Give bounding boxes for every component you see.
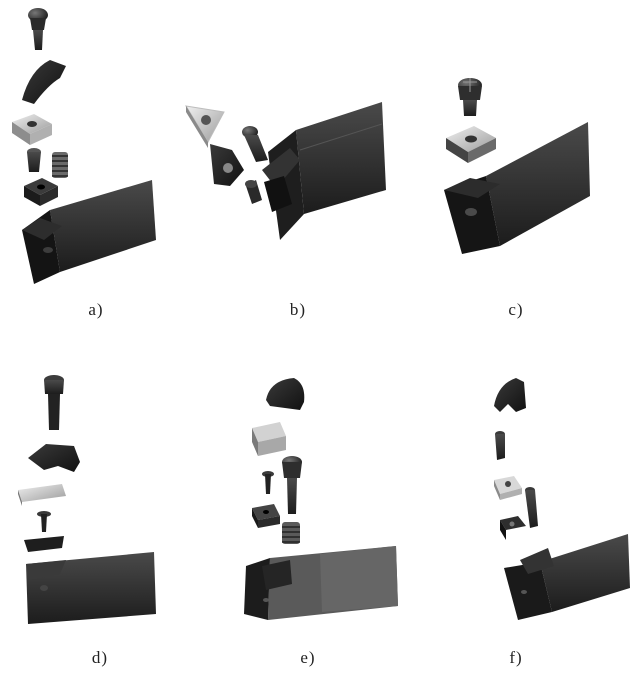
panel-f-label: f) — [509, 648, 523, 667]
panel-e-clamp — [266, 378, 305, 410]
panel-d-screw — [44, 375, 64, 430]
panel-c-insert — [446, 126, 496, 163]
panel-a-clamp-screw — [28, 8, 48, 50]
panel-b-pin — [245, 180, 262, 204]
panel-b-clamp — [210, 144, 244, 186]
panel-d-insert — [18, 484, 66, 506]
panel-f-holder — [504, 534, 630, 620]
panel-b-assembly — [185, 102, 386, 240]
panel-d-holder — [26, 552, 156, 624]
panel-e-insert — [252, 422, 286, 456]
panel-e-spring — [282, 522, 300, 544]
panel-c-label: c) — [508, 300, 524, 319]
panel-a-screw — [27, 148, 41, 172]
panel-a-spring — [52, 152, 68, 178]
panel-e-screw — [262, 471, 274, 494]
panel-c-assembly — [444, 78, 590, 254]
panel-b-screw — [242, 126, 268, 162]
panel-b-label: b) — [289, 300, 307, 319]
panel-d-shim — [24, 536, 64, 552]
panel-d-label: d) — [91, 648, 109, 667]
panel-e-label: e) — [300, 648, 316, 667]
panel-a-top-clamp — [22, 60, 66, 104]
panel-f-pin — [525, 487, 538, 528]
panel-e-shim — [252, 504, 280, 528]
panel-d-shim-screw — [37, 511, 51, 532]
panel-a-insert — [12, 114, 52, 145]
panel-d-clamp — [28, 444, 80, 472]
panel-b-insert — [185, 105, 225, 148]
panel-a-assembly — [12, 8, 156, 284]
panel-e-long-bolt — [282, 456, 302, 514]
panel-e-holder — [244, 546, 398, 620]
panel-b-holder — [262, 102, 386, 240]
panel-c-holder — [444, 122, 590, 254]
panel-e-assembly — [244, 378, 398, 620]
panel-a-label: a) — [88, 300, 104, 319]
panel-a-holder — [22, 180, 156, 284]
panel-f-clamp — [494, 378, 526, 412]
panel-c-screw — [458, 78, 482, 116]
panel-f-screw — [495, 431, 505, 460]
panel-f-shim — [500, 516, 526, 540]
panel-f-assembly — [494, 378, 630, 620]
panel-a-shim — [24, 178, 58, 206]
panel-d-assembly — [18, 375, 156, 624]
panel-f-insert — [494, 476, 522, 500]
